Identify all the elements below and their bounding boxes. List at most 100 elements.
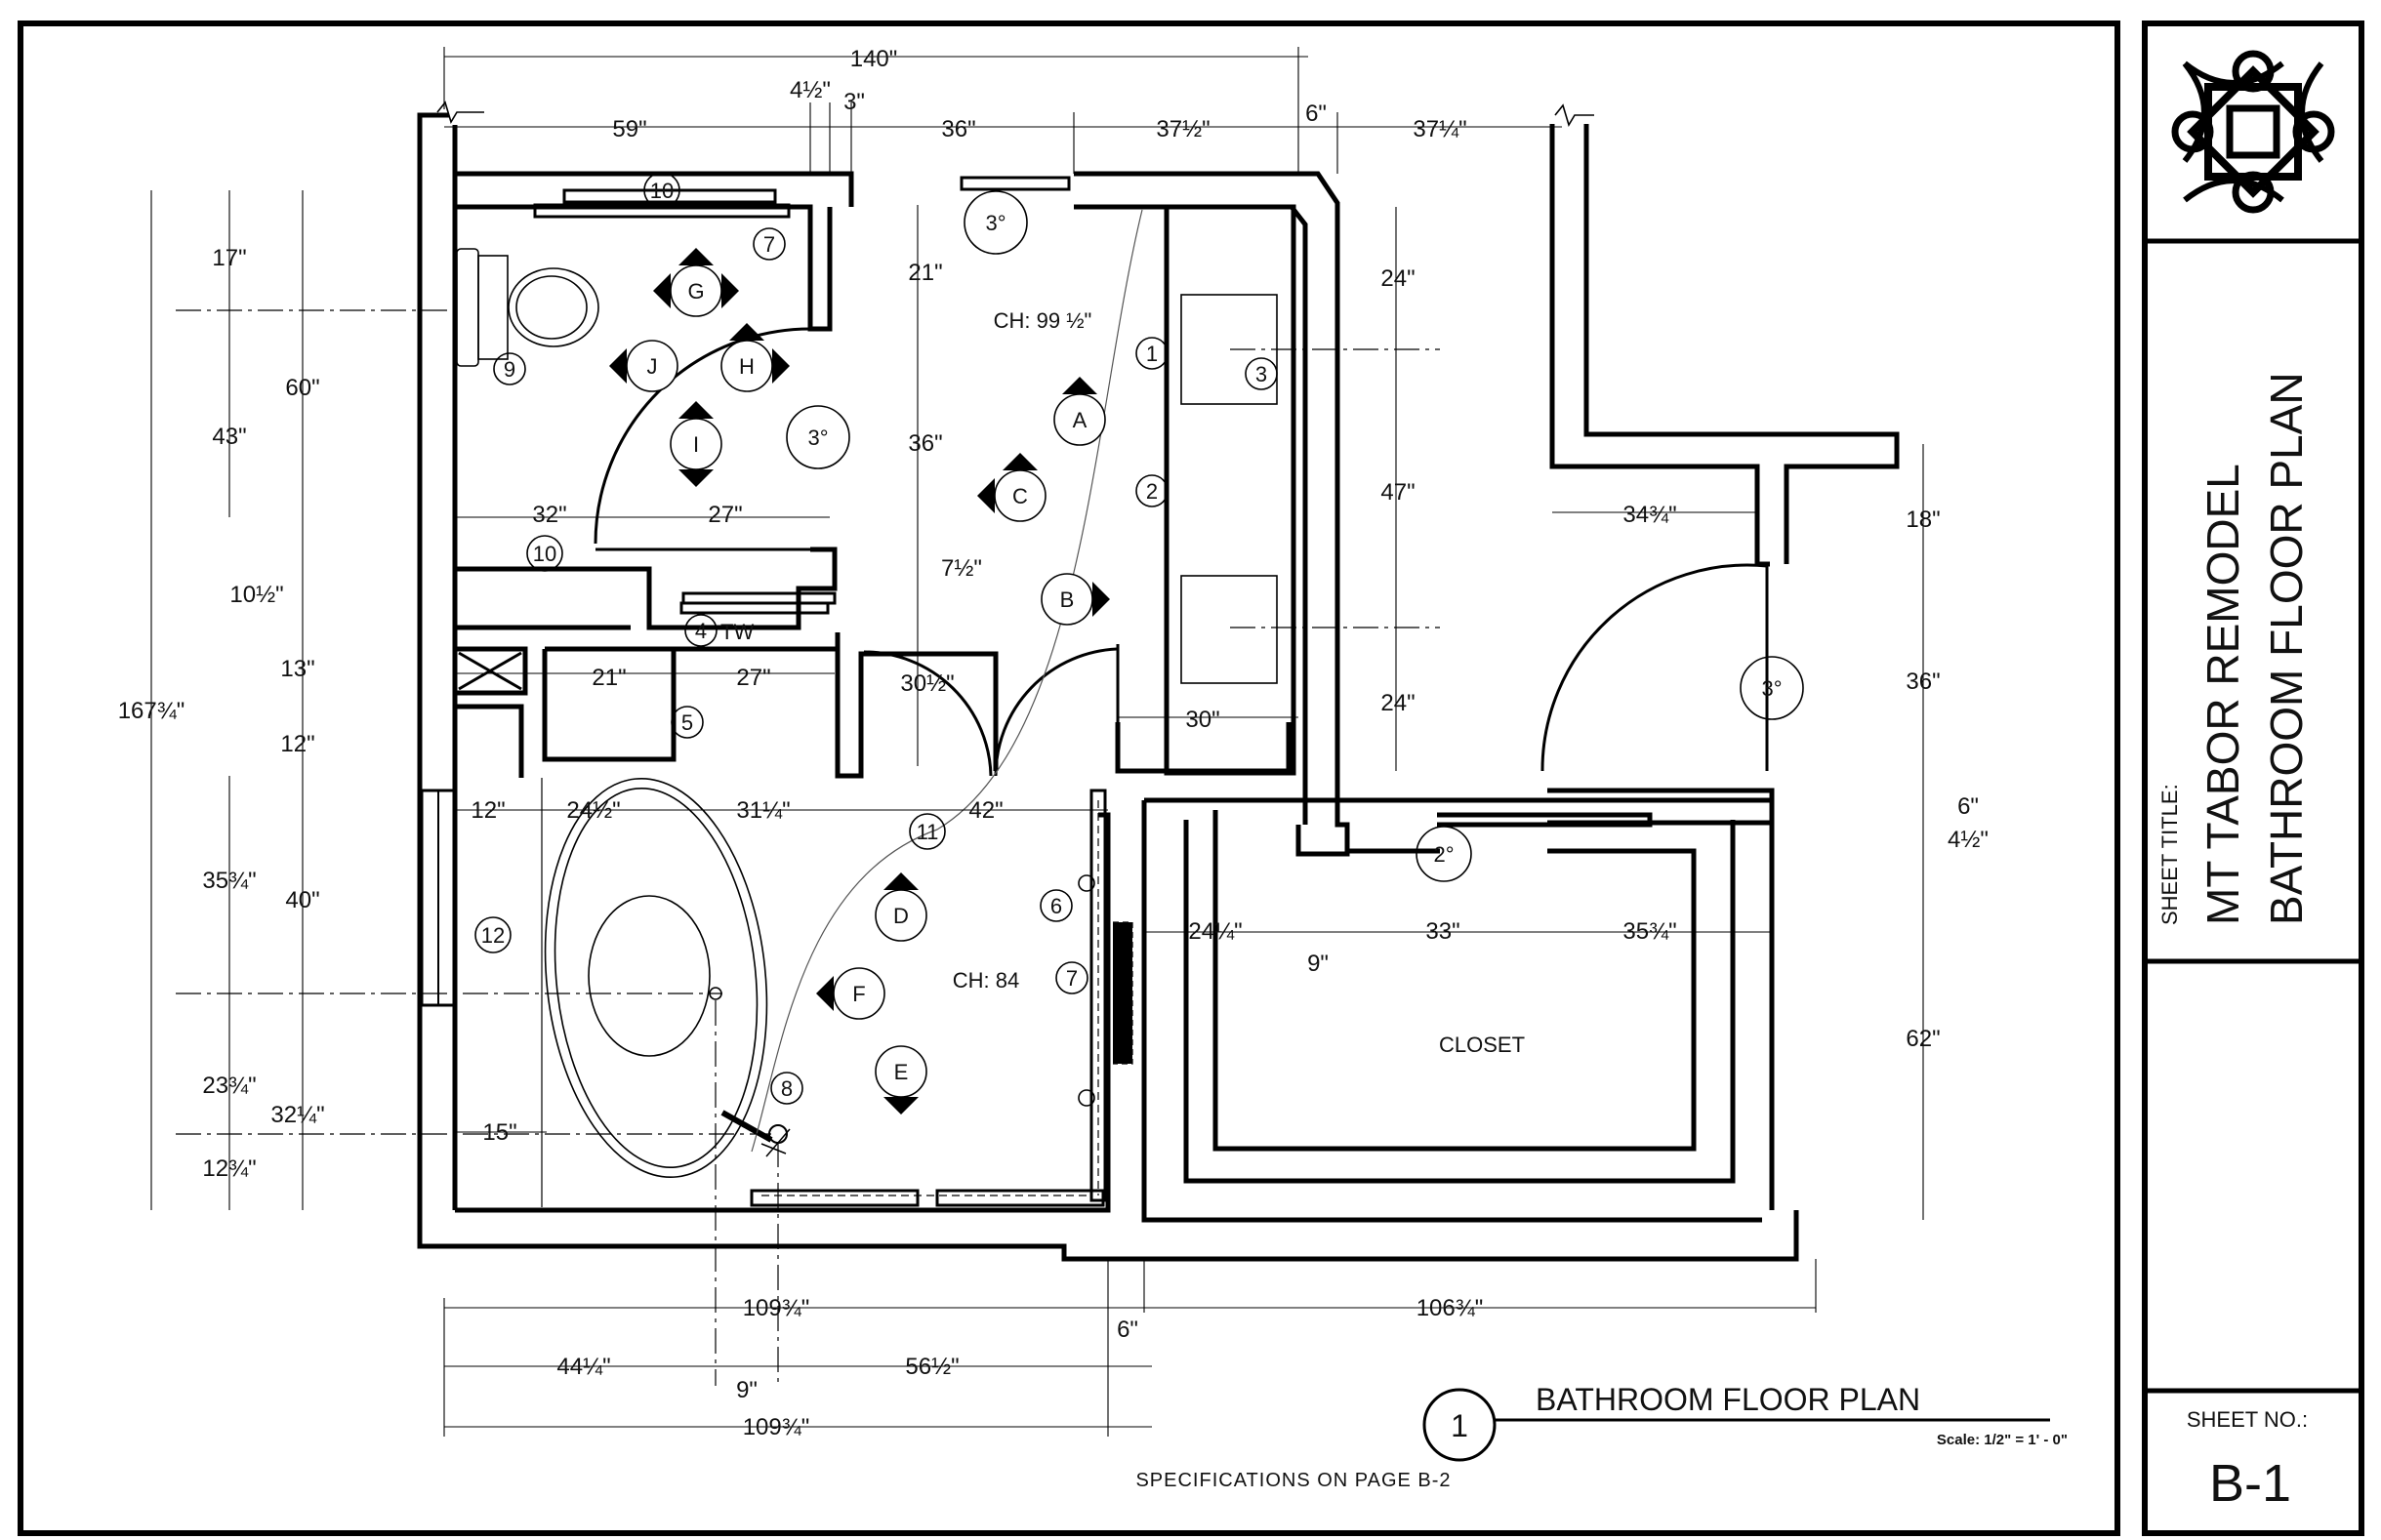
vent-label: 2°: [1433, 842, 1454, 867]
dim-interior: 9": [1307, 951, 1329, 977]
fixture-tag-label: 4: [695, 619, 707, 643]
dim-top: 3": [843, 89, 865, 115]
light-fixture-circle: [875, 889, 927, 942]
fixture-tag-label: 8: [781, 1076, 793, 1101]
light-fixture-circle: [626, 340, 678, 392]
light-direction-triangle: [678, 469, 714, 487]
vent-group: 3° 3° 3° 2°: [786, 190, 1804, 882]
dim-far-right: 4½": [1948, 827, 1989, 853]
fixture-tag: 1: [1135, 337, 1169, 370]
drawing-border: [18, 20, 2120, 1536]
light-fixture: E: [875, 1045, 927, 1114]
dim-bottom: 6": [1117, 1317, 1138, 1343]
dim-interior: 30": [1185, 707, 1219, 733]
light-fixture: H: [720, 323, 790, 392]
fixture-tag-label: 2: [1146, 479, 1158, 504]
light-direction-triangle: [609, 348, 627, 384]
light-fixture: B: [1041, 573, 1110, 626]
light-fixture-circle: [875, 1045, 927, 1098]
dim-interior: 33": [1425, 918, 1459, 945]
light-fixture-circle: [1053, 393, 1106, 446]
fixture-tag-label: 1: [1146, 342, 1158, 366]
dim-left-inner: 32¼": [270, 1102, 324, 1128]
dimension-labels: 140" 59" 4½" 3" 36" 37½" 6" 37¼" 167¾" 1…: [118, 46, 1989, 1440]
dim-interior: 35¾": [1622, 918, 1676, 945]
dim-left-inner: 60": [285, 375, 319, 401]
dim-center: 7½": [941, 555, 982, 582]
dim-interior: 15": [482, 1119, 516, 1146]
dim-left: 35¾": [202, 868, 256, 894]
light-fixture: G: [653, 248, 739, 317]
celtic-knot-logo: [2171, 50, 2335, 214]
fixture-tag: 11: [909, 813, 946, 850]
vent: 2°: [1416, 826, 1472, 882]
dim-left: 10½": [229, 582, 283, 608]
fixture-tag-label: 7: [1066, 966, 1078, 991]
dim-interior: 34¾": [1622, 502, 1676, 528]
bathtub: [541, 777, 791, 1207]
fixture-tag-label: 10: [650, 179, 674, 203]
tw-label: TW: [720, 620, 754, 644]
walls: [417, 101, 1900, 1262]
light-direction-triangle: [883, 1097, 919, 1114]
fixture-tag-label: 6: [1050, 894, 1062, 918]
dim-top-overall: 140": [850, 46, 898, 72]
ceiling-height-label: CH: 99 ½": [994, 308, 1092, 333]
fixture-tag-label: 5: [681, 710, 693, 735]
light-fixture: C: [977, 453, 1047, 522]
dim-bottom: 106¾": [1416, 1295, 1484, 1321]
dim-left-overall: 167¾": [118, 698, 185, 724]
light-fixture-label: A: [1073, 408, 1088, 432]
light-fixture-label: G: [687, 279, 704, 304]
light-fixture: A: [1053, 377, 1106, 446]
specifications-note: SPECIFICATIONS ON PAGE B-2: [1135, 1470, 1451, 1491]
drawing-title-text: BATHROOM FLOOR PLAN: [1536, 1382, 1920, 1417]
centerlines: [176, 309, 1440, 1386]
dim-bottom: 56½": [905, 1354, 959, 1380]
dim-left: 43": [212, 424, 246, 450]
light-fixture-label: F: [852, 982, 865, 1006]
dim-far-right: 18": [1906, 507, 1940, 533]
light-fixture-circle: [670, 264, 722, 317]
fixture-tag-label: 3: [1255, 362, 1267, 386]
dim-top: 36": [941, 116, 975, 142]
vent: 3°: [964, 190, 1028, 255]
light-direction-triangle: [721, 273, 739, 308]
fixture-tag: 10: [526, 535, 563, 572]
fixture-tag: 12: [474, 916, 512, 953]
sheet-no-label: SHEET NO.:: [2187, 1407, 2308, 1432]
fixture-tag: 4: [684, 614, 718, 647]
fixture-tag: 10: [643, 172, 680, 209]
fixture-tag-group: 1 2 3 4 5 6 7 7 8 9 10 10 11 12: [474, 172, 1278, 1105]
fixture-tag-label: 9: [504, 357, 515, 382]
vent: 3°: [1740, 656, 1804, 720]
drawing-name: BATHROOM FLOOR PLAN: [2261, 372, 2312, 925]
dim-left: 17": [212, 245, 246, 271]
dim-interior: 12": [471, 797, 505, 824]
light-direction-triangle: [977, 478, 995, 513]
fixture-tag: 9: [493, 352, 526, 385]
light-direction-triangle: [772, 348, 790, 384]
light-direction-triangle: [883, 872, 919, 890]
light-direction-triangle: [729, 323, 764, 341]
vanity-cabinet: [1164, 204, 1296, 776]
dim-interior: 27": [736, 665, 770, 691]
dim-left-inner: 40": [285, 887, 319, 913]
light-fixture: D: [875, 872, 927, 942]
light-fixture-circle: [720, 340, 773, 392]
fixture-tag: 7: [753, 227, 786, 261]
dim-bottom: 109¾": [743, 1295, 810, 1321]
dim-top: 37½": [1156, 116, 1210, 142]
dim-center: 21": [908, 260, 942, 286]
drawing-number: 1: [1451, 1408, 1468, 1443]
dim-interior: 31¼": [736, 797, 790, 824]
fixture-tag: 8: [770, 1072, 803, 1105]
dim-left: 12¾": [202, 1155, 256, 1182]
dim-top: 59": [612, 116, 646, 142]
light-fixture-label: E: [894, 1060, 909, 1084]
dim-top: 6": [1305, 101, 1327, 127]
light-fixture-circle: [670, 418, 722, 470]
light-direction-triangle: [653, 273, 671, 308]
fixture-tag-label: 11: [917, 820, 939, 844]
